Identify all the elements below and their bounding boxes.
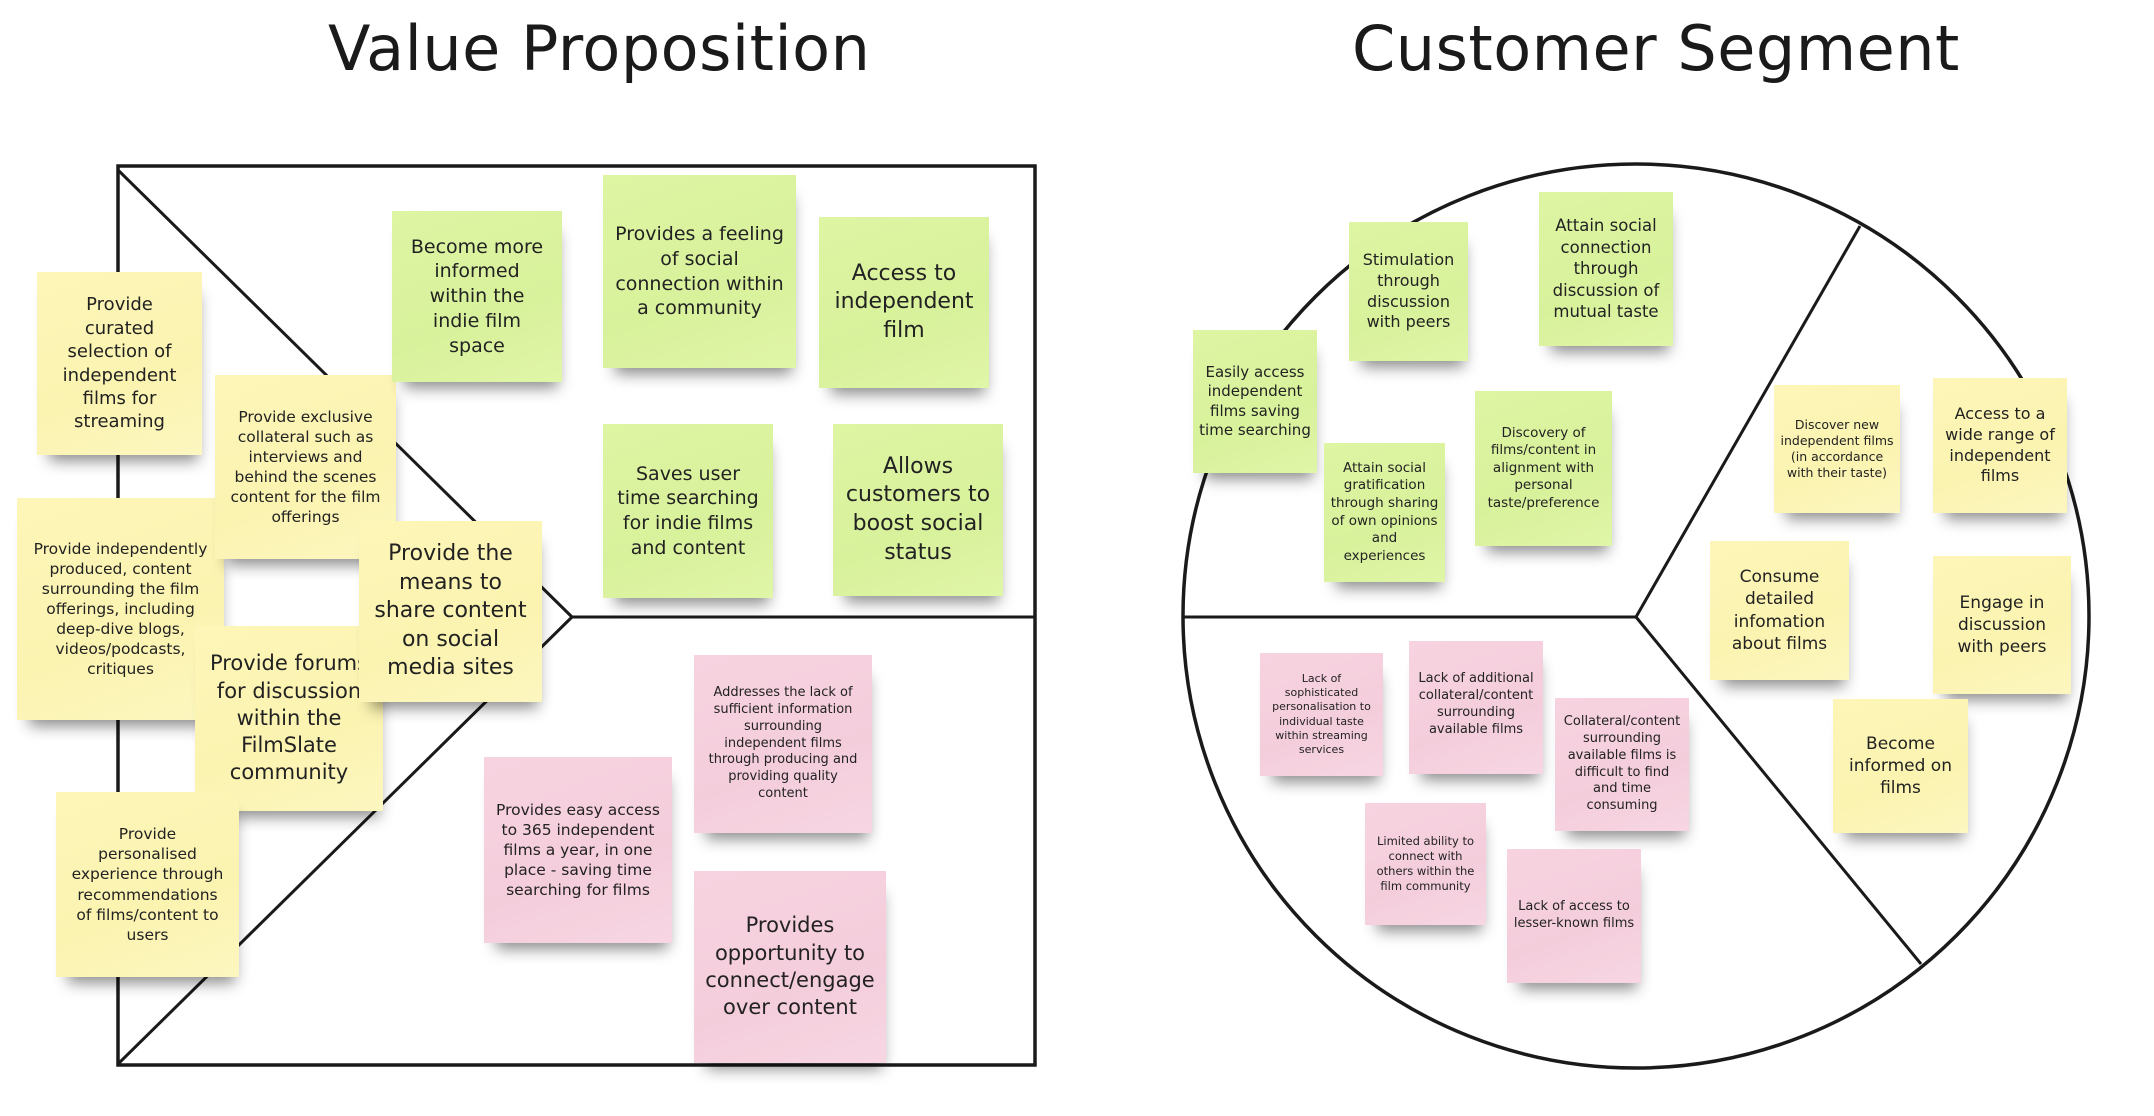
sticky-note-pain-reliever[interactable]: Addresses the lack of sufficient informa… [694, 655, 872, 833]
sticky-note-gain[interactable]: Discovery of films/content in alignment … [1475, 391, 1612, 546]
sticky-note-customer-job[interactable]: Engage in discussion with peers [1933, 556, 2071, 694]
sticky-note-pain[interactable]: Lack of access to lesser-known films [1507, 849, 1641, 983]
sticky-note-product[interactable]: Provide independently produced, content … [17, 498, 224, 720]
sticky-note-pain[interactable]: Collateral/content surrounding available… [1555, 698, 1689, 831]
sticky-note-gain[interactable]: Easily access independent films saving t… [1193, 330, 1317, 473]
sticky-note-pain[interactable]: Lack of additional collateral/content su… [1409, 641, 1543, 774]
sticky-note-customer-job[interactable]: Access to a wide range of independent fi… [1933, 378, 2067, 513]
cs-lower-divider [1634, 616, 1923, 965]
sticky-note-gain[interactable]: Stimulation through discussion with peer… [1349, 222, 1468, 361]
sticky-note-product[interactable]: Provide the means to share content on so… [359, 521, 542, 702]
customer-segment-title: Customer Segment [1352, 12, 1960, 85]
sticky-note-gain-creator[interactable]: Provides a feeling of social connection … [603, 175, 796, 368]
sticky-note-customer-job[interactable]: Consume detailed infomation about films [1710, 541, 1849, 680]
sticky-note-pain-reliever[interactable]: Provides easy access to 365 independent … [484, 757, 672, 943]
sticky-note-gain-creator[interactable]: Saves user time searching for indie film… [603, 424, 773, 598]
value-proposition-title: Value Proposition [328, 12, 871, 85]
sticky-note-gain-creator[interactable]: Become more informed within the indie fi… [392, 211, 562, 382]
sticky-note-product[interactable]: Provide forums for discussion within the… [195, 626, 383, 811]
sticky-note-customer-job[interactable]: Discover new independent films (in accor… [1774, 385, 1900, 513]
sticky-note-customer-job[interactable]: Become informed on films [1833, 699, 1968, 833]
sticky-note-pain-reliever[interactable]: Provides opportunity to connect/engage o… [694, 871, 886, 1063]
sticky-note-gain-creator[interactable]: Allows customers to boost social status [833, 424, 1003, 596]
sticky-note-gain[interactable]: Attain social connection through discuss… [1539, 192, 1673, 346]
sticky-note-product[interactable]: Provide personalised experience through … [56, 792, 239, 977]
sticky-note-gain-creator[interactable]: Access to independent film [819, 217, 989, 388]
sticky-note-pain[interactable]: Lack of sophisticated personalisation to… [1260, 653, 1383, 776]
cs-upper-divider [1634, 225, 1862, 618]
sticky-note-product[interactable]: Provide curated selection of independent… [37, 272, 202, 455]
sticky-note-pain[interactable]: Limited ability to connect with others w… [1365, 803, 1486, 925]
sticky-note-gain[interactable]: Attain social gratification through shar… [1324, 443, 1445, 582]
